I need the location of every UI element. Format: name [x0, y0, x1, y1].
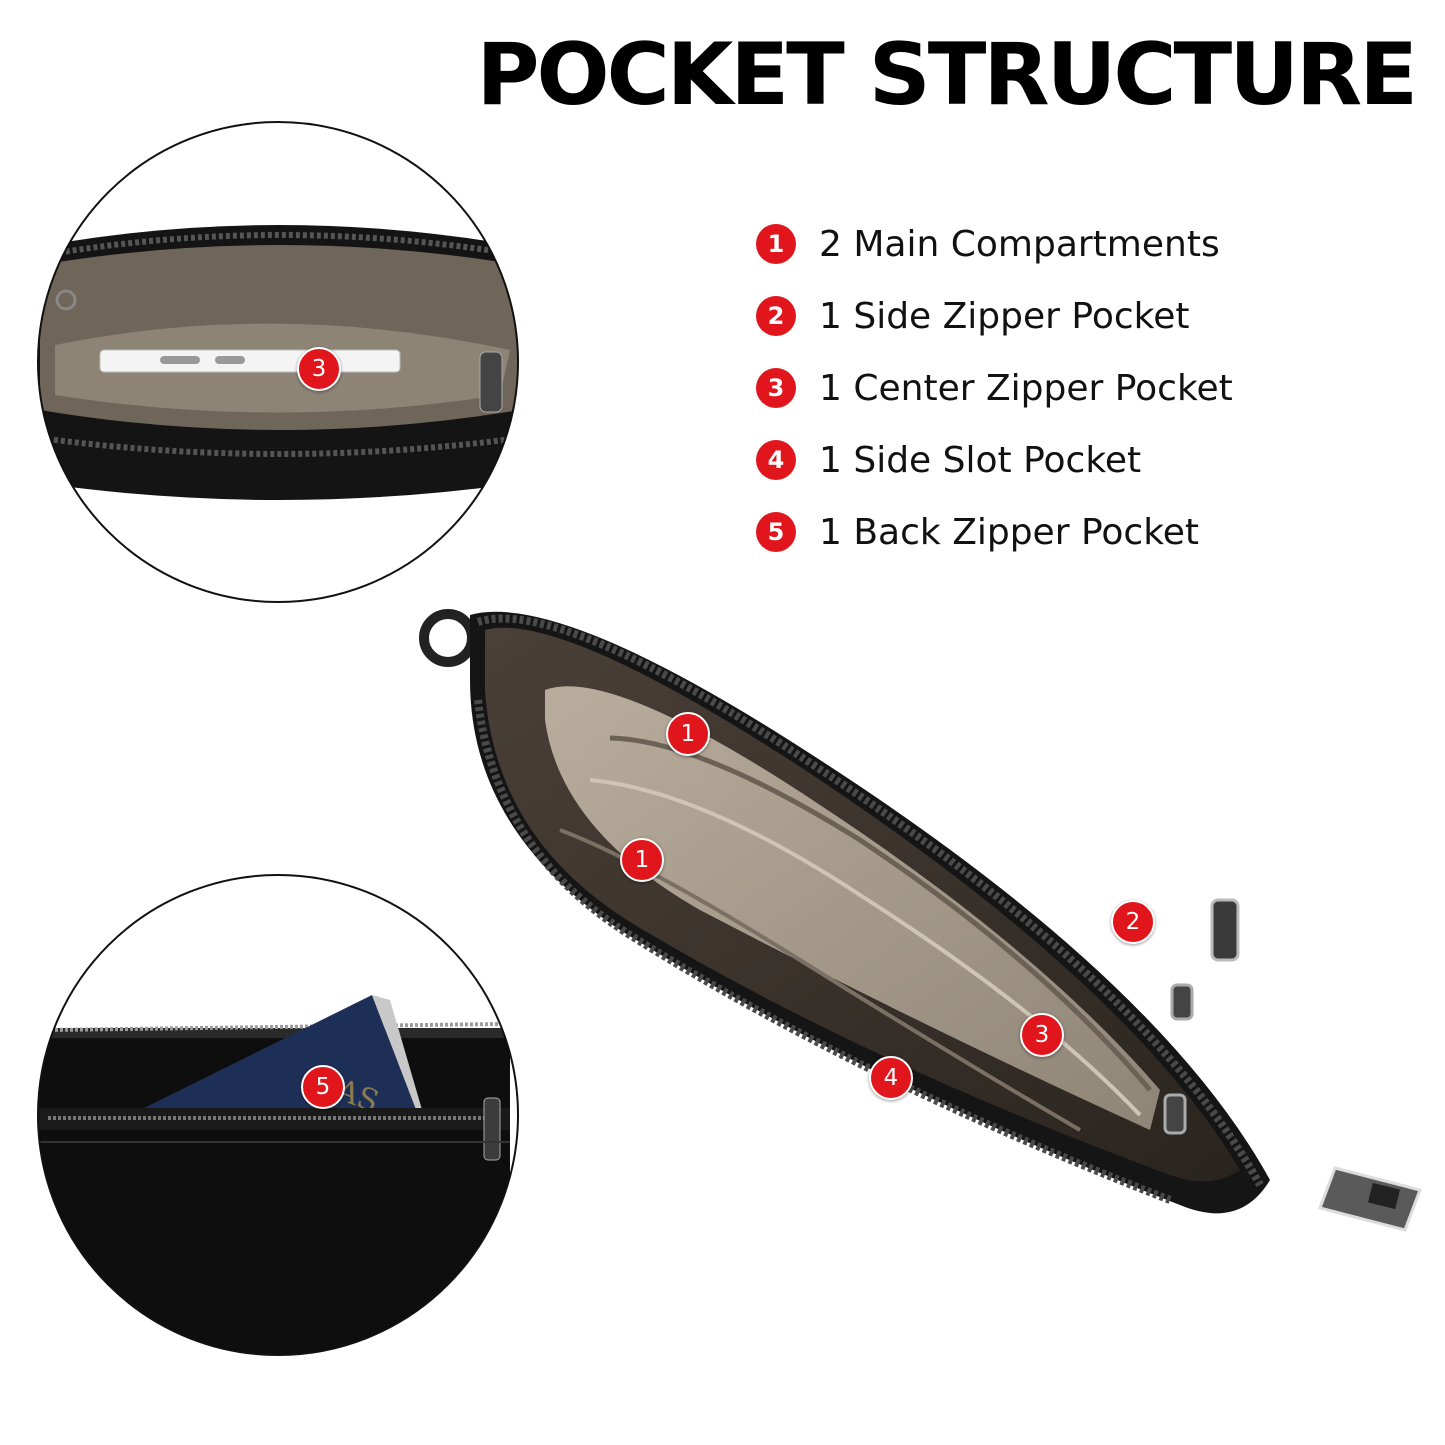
feature-label: 1 Center Zipper Pocket [819, 367, 1233, 409]
inset-marker-3: 3 [297, 347, 341, 391]
feature-item: 1 2 Main Compartments [756, 222, 1233, 266]
inset-marker-5: 5 [301, 1065, 345, 1109]
inset-back-pocket: PAS [37, 874, 519, 1356]
feature-label: 1 Back Zipper Pocket [819, 511, 1200, 553]
bag-main-view [419, 609, 1422, 1232]
feature-label: 2 Main Compartments [819, 223, 1220, 265]
ring-icon [419, 609, 477, 667]
bag-marker-1b: 1 [620, 838, 664, 882]
bag-marker-4: 4 [869, 1056, 913, 1100]
number-badge: 1 [756, 224, 796, 264]
feature-item: 5 1 Back Zipper Pocket [756, 510, 1233, 554]
feature-label: 1 Side Zipper Pocket [819, 295, 1190, 337]
feature-list: 1 2 Main Compartments 2 1 Side Zipper Po… [756, 222, 1233, 582]
bag-marker-1a: 1 [666, 712, 710, 756]
feature-item: 2 1 Side Zipper Pocket [756, 294, 1233, 338]
page-title: POCKET STRUCTURE [476, 25, 1418, 125]
number-badge: 3 [756, 368, 796, 408]
number-badge: 2 [756, 296, 796, 336]
inset-center-pocket [37, 121, 519, 603]
number-badge: 4 [756, 440, 796, 480]
bag-marker-3: 3 [1020, 1013, 1064, 1057]
bag-marker-2: 2 [1111, 900, 1155, 944]
number-badge: 5 [756, 512, 796, 552]
feature-item: 3 1 Center Zipper Pocket [756, 366, 1233, 410]
feature-item: 4 1 Side Slot Pocket [756, 438, 1233, 482]
feature-label: 1 Side Slot Pocket [819, 439, 1142, 481]
